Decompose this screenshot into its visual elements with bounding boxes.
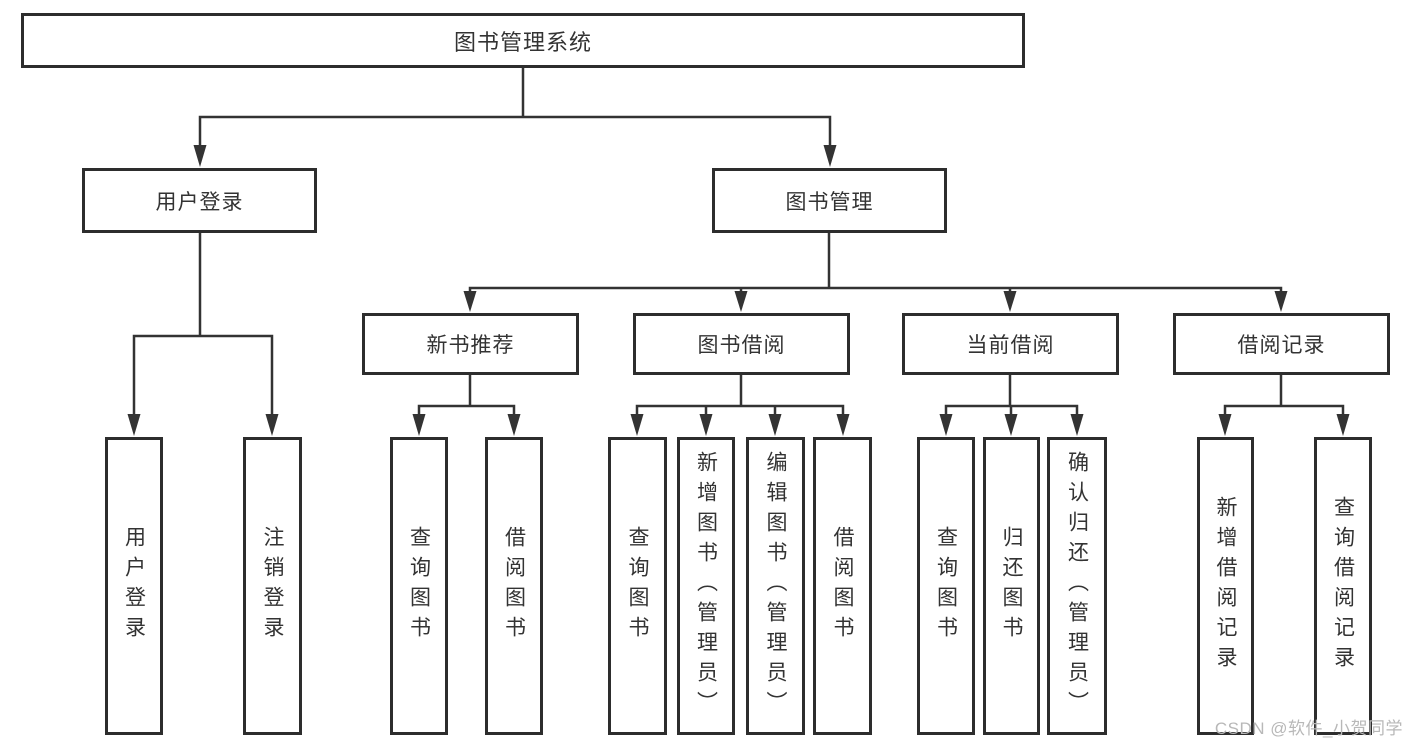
node-label: 当前借阅 (966, 334, 1055, 357)
leaf-query-borrow-record: 查询借阅记录 (1314, 437, 1372, 735)
leaf-return-books: 归还图书 (983, 437, 1040, 735)
node-label: 借阅图书 (831, 526, 854, 646)
node-label: 查询图书 (934, 526, 958, 646)
leaf-add-borrow-record: 新增借阅记录 (1197, 437, 1254, 735)
leaf-borrow-books-recommend: 借阅图书 (485, 437, 543, 735)
node-label: 图书借阅 (697, 334, 786, 357)
node-label: 注销登录 (261, 526, 284, 646)
node-label: 用户登录 (122, 526, 146, 646)
node-current-borrowing: 当前借阅 (902, 313, 1119, 375)
leaf-borrow-books: 借阅图书 (813, 437, 872, 735)
node-label: 新增借阅记录 (1214, 496, 1237, 676)
leaf-query-books-recommend: 查询图书 (390, 437, 448, 735)
leaf-query-books-current: 查询图书 (917, 437, 975, 735)
node-library-management-system: 图书管理系统 (21, 13, 1025, 68)
node-user-login-branch: 用户登录 (82, 168, 317, 233)
node-label: 新书推荐 (426, 334, 515, 357)
node-label: 图书管理 (785, 190, 874, 214)
node-label: 图书管理系统 (453, 29, 592, 55)
node-label: 新增图书（管理员） (694, 451, 718, 721)
leaf-logout: 注销登录 (243, 437, 302, 735)
node-borrowing-records: 借阅记录 (1173, 313, 1390, 375)
leaf-add-books-admin: 新增图书（管理员） (677, 437, 735, 735)
node-label: 借阅记录 (1237, 334, 1326, 357)
node-book-management-branch: 图书管理 (712, 168, 947, 233)
leaf-confirm-return-admin: 确认归还（管理员） (1047, 437, 1107, 735)
leaf-query-books-borrowing: 查询图书 (608, 437, 667, 735)
node-label: 查询借阅记录 (1331, 496, 1355, 676)
node-label: 用户登录 (155, 190, 244, 214)
node-label: 查询图书 (407, 526, 431, 646)
node-book-borrowing: 图书借阅 (633, 313, 850, 375)
csdn-watermark: CSDN @软件_小贺同学 (1214, 719, 1403, 738)
node-label: 归还图书 (1000, 526, 1023, 646)
leaf-edit-books-admin: 编辑图书（管理员） (746, 437, 805, 735)
node-label: 编辑图书（管理员） (764, 451, 787, 721)
node-label: 借阅图书 (502, 526, 526, 646)
node-new-book-recommendation: 新书推荐 (362, 313, 579, 375)
node-label: 确认归还（管理员） (1065, 451, 1089, 721)
node-label: 查询图书 (626, 526, 649, 646)
leaf-user-login: 用户登录 (105, 437, 163, 735)
